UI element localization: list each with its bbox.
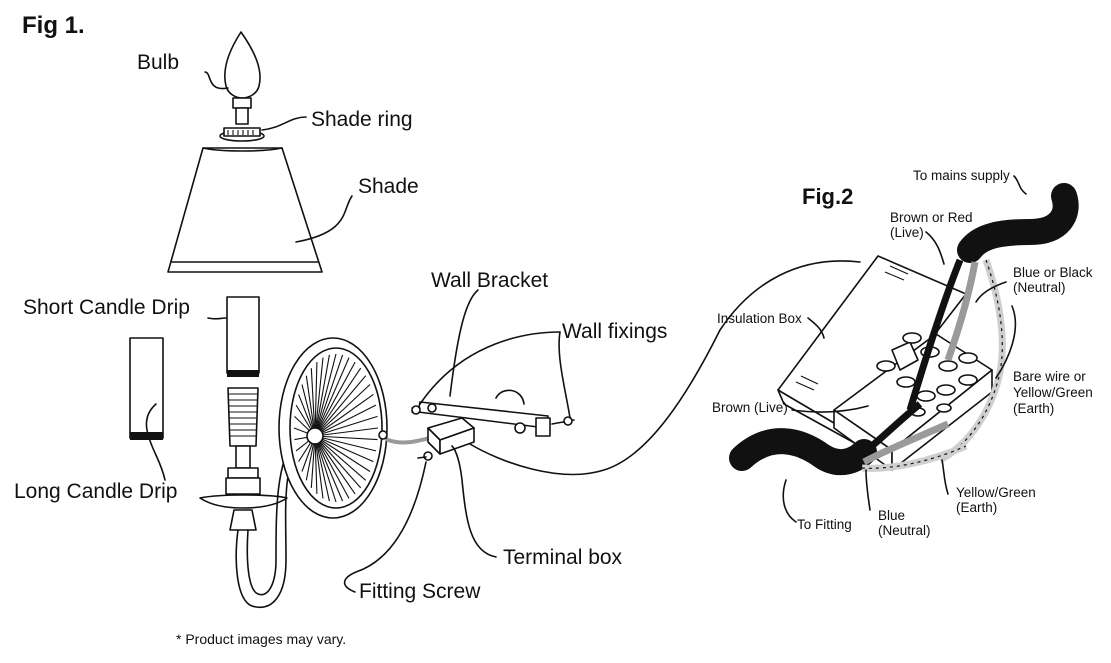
wall-plate-flute (314, 435, 324, 499)
fig1-leader-lines (145, 71, 571, 593)
wall-plate-flute (314, 362, 318, 437)
wall-plate-flute (314, 361, 356, 437)
wall-plate-flute (314, 435, 371, 472)
wall-plate-flute (314, 435, 377, 452)
wall-plate-flute (314, 435, 344, 502)
wall-plate-flute (314, 367, 362, 437)
label-wall-bracket: Wall Bracket (431, 269, 548, 292)
wall-plate-flute (314, 393, 374, 437)
wall-plate-illustration (278, 337, 388, 519)
wall-plate-flute (314, 354, 344, 437)
wall-plate-flute (314, 357, 324, 437)
footnote: * Product images may vary. (176, 631, 346, 647)
wall-plate-flute (314, 375, 367, 437)
label-long-candle-drip: Long Candle Drip (14, 480, 177, 503)
label-fitting-screw: Fitting Screw (359, 580, 481, 603)
wall-plate-flute (314, 427, 379, 437)
label-terminal-box: Terminal box (503, 546, 623, 569)
label-blue-neutral: (Neutral) (878, 523, 931, 538)
wall-bracket-illustration (417, 389, 551, 437)
label-blue-or-black-neutral: (Neutral) (1013, 280, 1066, 295)
connecting-cable (469, 260, 861, 476)
wall-plate-flute (314, 435, 318, 494)
label-brown-or-red: Brown or Red (890, 210, 973, 225)
fitting-screw-illustration (417, 451, 433, 461)
wall-plate-flute (314, 435, 374, 463)
wall-plate-flute (314, 435, 362, 489)
wall-plate-flute (314, 435, 356, 495)
label-blue: Blue (878, 508, 905, 523)
wall-plate-flute (314, 353, 337, 437)
label-bare-wire-line2: Yellow/Green (1013, 385, 1093, 400)
fig2-title: Fig.2 (802, 184, 853, 209)
lamp-arm-illustration (199, 387, 301, 608)
wall-plate-flute (314, 435, 330, 502)
wall-plate-flute (314, 354, 330, 437)
label-bulb: Bulb (137, 51, 179, 74)
label-brown-or-red-live: (Live) (890, 225, 924, 240)
wall-fixings-illustration (411, 405, 575, 426)
wall-plate-flute (314, 435, 350, 499)
wall-plate-flute (301, 384, 316, 437)
label-wall-fixings: Wall fixings (562, 320, 667, 343)
wall-plate-flute (305, 375, 316, 437)
label-brown-live: Brown (Live) (712, 400, 788, 415)
fig2-leader-lines (782, 175, 1027, 523)
shade-illustration (167, 147, 323, 273)
label-shade-ring: Shade ring (311, 108, 413, 131)
fitting-cable-illustration (729, 401, 968, 476)
wall-plate-flute (314, 384, 371, 437)
wall-plate-flute (314, 357, 350, 437)
label-bare-wire-line3: (Earth) (1013, 401, 1054, 416)
bulb-illustration (224, 31, 261, 125)
label-insulation-box: Insulation Box (717, 311, 802, 326)
wall-plate-flute (314, 415, 378, 437)
wall-plate-flute (314, 404, 377, 437)
label-shade: Shade (358, 175, 419, 198)
wall-plate-flute (314, 435, 337, 503)
label-bare-wire-line1: Bare wire or (1013, 369, 1086, 384)
label-short-candle-drip: Short Candle Drip (23, 296, 190, 319)
label-yellow-green: Yellow/Green (956, 485, 1036, 500)
shade-ring-illustration (219, 127, 265, 142)
wall-plate-flute (314, 435, 367, 481)
wall-plate-flute (314, 435, 378, 441)
label-blue-or-black: Blue or Black (1013, 265, 1093, 280)
fig1-title: Fig 1. (22, 12, 85, 39)
terminal-box-illustration (427, 417, 475, 455)
wall-plate-flute (310, 368, 316, 437)
label-to-mains-supply: To mains supply (913, 168, 1010, 183)
label-to-fitting: To Fitting (797, 517, 852, 532)
short-candle-drip-illustration (226, 296, 260, 377)
label-yellow-green-earth: (Earth) (956, 500, 997, 515)
